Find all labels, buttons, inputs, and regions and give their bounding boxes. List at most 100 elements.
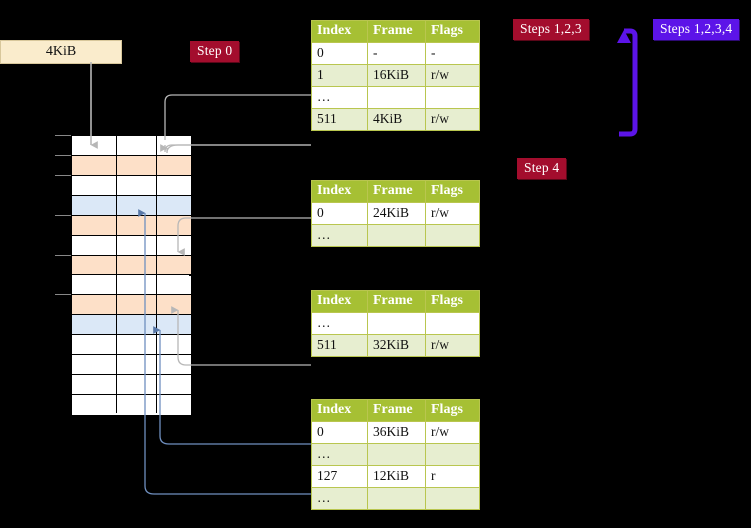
- memory-row: [72, 155, 191, 176]
- badge-step-4: Step 4: [517, 158, 567, 179]
- cell-frm: [367, 312, 426, 335]
- connector-pd-511: [171, 306, 311, 366]
- memory-row: [72, 195, 191, 216]
- column-header-frame: Frame: [367, 290, 426, 313]
- cell-flg: r/w: [425, 202, 480, 225]
- memory-tick: [55, 294, 71, 296]
- cell-idx: 511: [311, 334, 368, 357]
- memory-row: [72, 355, 191, 376]
- memory-tick: [55, 174, 71, 176]
- cell-frm: 36KiB: [367, 421, 426, 444]
- cell-idx: 511: [311, 108, 368, 131]
- memory-tick: [55, 135, 71, 136]
- cell-flg: r/w: [425, 108, 480, 131]
- cell-idx: 1: [311, 64, 368, 87]
- cell-frm: 16KiB: [367, 64, 426, 87]
- memory-row: [72, 255, 191, 276]
- cell-idx: …: [311, 443, 368, 466]
- badge-step-0: Step 0: [190, 41, 240, 62]
- badge-steps-1-2-3: Steps 1,2,3: [513, 19, 589, 40]
- table-row: …: [311, 224, 480, 247]
- cell-flg: -: [425, 42, 480, 65]
- cell-flg: r: [425, 465, 480, 488]
- cell-frm: [367, 224, 426, 247]
- memory-row: [72, 136, 191, 156]
- frame-box-4kib: 4KiB: [0, 40, 122, 64]
- connector-memory-to-pml4: [164, 94, 311, 140]
- memory-tick: [55, 214, 71, 216]
- cell-flg: r/w: [425, 421, 480, 444]
- cell-frm: 12KiB: [367, 465, 426, 488]
- table-row: …: [311, 86, 480, 109]
- column-header-frame: Frame: [367, 20, 426, 43]
- column-header-flags: Flags: [425, 180, 480, 203]
- column-header-index: Index: [311, 290, 368, 313]
- memory-tick: [55, 254, 71, 256]
- column-header-index: Index: [311, 399, 368, 422]
- cell-idx: 127: [311, 465, 368, 488]
- cell-idx: 0: [311, 42, 368, 65]
- memory-tick: [55, 154, 71, 156]
- badge-steps-1-2-3-4: Steps 1,2,3,4: [653, 19, 740, 40]
- physical-memory-column: [71, 135, 191, 415]
- cell-frm: 24KiB: [367, 202, 426, 225]
- connector-pdp-0: [177, 217, 311, 256]
- cell-idx: 0: [311, 421, 368, 444]
- frame-box-label: 4KiB: [45, 44, 77, 59]
- cell-idx: …: [311, 312, 368, 335]
- cell-flg: [425, 224, 480, 247]
- column-header-index: Index: [311, 20, 368, 43]
- column-header-flags: Flags: [425, 20, 480, 43]
- table-row: …: [311, 312, 480, 335]
- column-header-frame: Frame: [367, 399, 426, 422]
- memory-row: [72, 335, 191, 356]
- steps-bracket-arrow: [617, 28, 638, 137]
- memory-divider-right: [156, 136, 157, 413]
- column-header-flags: Flags: [425, 290, 480, 313]
- cell-idx: …: [311, 487, 368, 510]
- column-header-flags: Flags: [425, 399, 480, 422]
- table-row: …: [311, 443, 480, 466]
- memory-row: [72, 215, 191, 236]
- cell-idx: …: [311, 86, 368, 109]
- cell-frm: [367, 487, 426, 510]
- memory-row: [72, 375, 191, 396]
- cell-flg: [425, 86, 480, 109]
- memory-row: [72, 235, 191, 256]
- cell-flg: [425, 487, 480, 510]
- column-header-index: Index: [311, 180, 368, 203]
- memory-row: [72, 295, 191, 316]
- cell-frm: 4KiB: [367, 108, 426, 131]
- cell-flg: [425, 312, 480, 335]
- table-row: 0--: [311, 42, 480, 65]
- cell-flg: r/w: [425, 64, 480, 87]
- table-row: …: [311, 487, 480, 510]
- memory-divider-left: [116, 136, 117, 413]
- cell-frm: 32KiB: [367, 334, 426, 357]
- cell-flg: [425, 443, 480, 466]
- cell-idx: 0: [311, 202, 368, 225]
- cell-idx: …: [311, 224, 368, 247]
- memory-row: [72, 175, 191, 196]
- cell-flg: r/w: [425, 334, 480, 357]
- cell-frm: [367, 443, 426, 466]
- memory-row: [72, 275, 191, 296]
- memory-row: [72, 395, 191, 415]
- cell-frm: [367, 86, 426, 109]
- column-header-frame: Frame: [367, 180, 426, 203]
